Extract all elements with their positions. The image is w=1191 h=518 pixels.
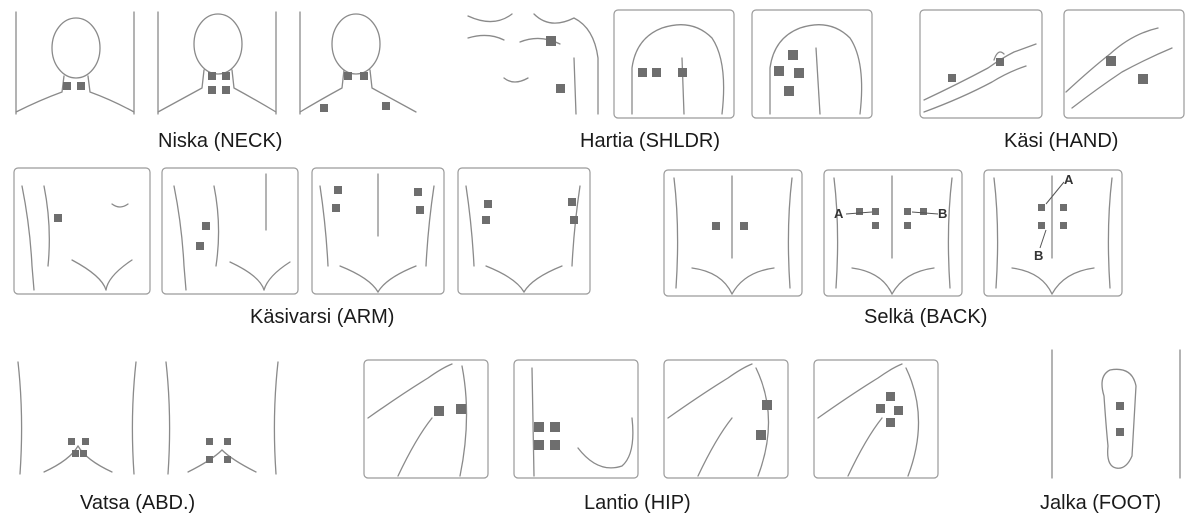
foot-label: Jalka (FOOT): [1040, 492, 1161, 515]
arm-diagram-3: [310, 166, 446, 296]
marker-b: B: [938, 206, 947, 221]
back-diagram-1: [662, 168, 804, 298]
neck-diagram-2: [152, 8, 282, 120]
hand-diagram-1: [918, 8, 1044, 120]
arm-diagram-4: [456, 166, 592, 296]
neck-diagram-1: [10, 8, 140, 120]
hip-diagram-1: [362, 358, 490, 480]
abdomen-label: Vatsa (ABD.): [80, 492, 195, 515]
marker-a: A: [834, 206, 844, 221]
shoulder-diagram-3: [750, 8, 874, 120]
hip-diagram-3: [662, 358, 790, 480]
hand-diagram-2: [1062, 8, 1188, 120]
abdomen-diagram-1: [10, 356, 146, 480]
back-diagram-3: A B: [982, 168, 1124, 298]
marker-a: A: [1064, 172, 1074, 187]
shoulder-label: Hartia (SHLDR): [580, 130, 720, 153]
neck-diagram-3: [294, 8, 424, 120]
neck-label: Niska (NECK): [158, 130, 282, 153]
marker-b: B: [1034, 248, 1043, 263]
hand-label: Käsi (HAND): [1004, 130, 1118, 153]
shoulder-diagram-2: [612, 8, 736, 120]
shoulder-diagram-1: [464, 8, 602, 120]
arm-diagram-2: [160, 166, 300, 296]
hip-label: Lantio (HIP): [584, 492, 691, 515]
back-label: Selkä (BACK): [864, 306, 987, 329]
hip-diagram-4: [812, 358, 940, 480]
abdomen-diagram-2: [158, 356, 286, 480]
back-diagram-2: A B: [822, 168, 964, 298]
foot-diagram: [1046, 346, 1186, 482]
arm-diagram-1: [12, 166, 152, 296]
hip-diagram-2: [512, 358, 640, 480]
arm-label: Käsivarsi (ARM): [250, 306, 394, 329]
